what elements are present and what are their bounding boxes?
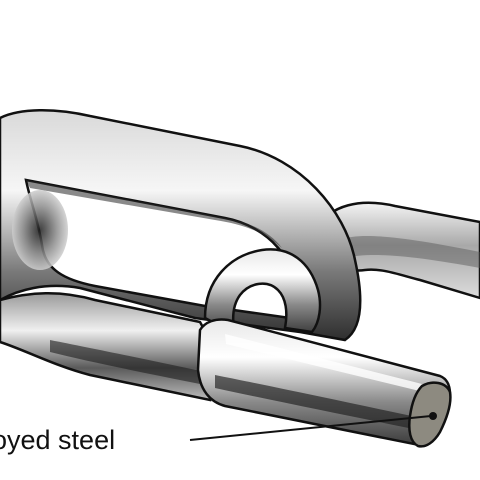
- middle-link-bend: [203, 248, 322, 337]
- middle-link-rod-shadow: [215, 375, 430, 432]
- main-link-left-bend-shade: [12, 190, 68, 270]
- middle-link-rod-highlight: [225, 334, 432, 394]
- main-link: [0, 109, 362, 402]
- right-link-shadow: [340, 236, 480, 268]
- main-link-bottom-dark-band: [50, 340, 205, 385]
- main-link-top-shading: [26, 180, 282, 248]
- middle-link: [196, 248, 452, 448]
- material-label: oyed steel: [0, 425, 115, 455]
- label-leader-line: [189, 415, 432, 441]
- label-pointer-dot: [429, 412, 437, 420]
